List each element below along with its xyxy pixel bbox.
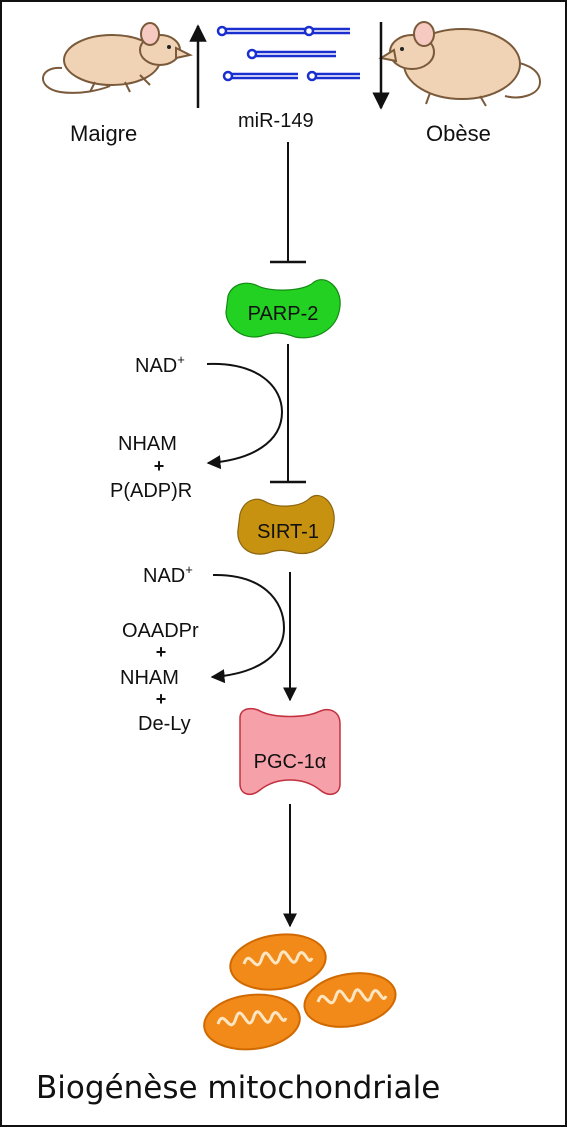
obese-mouse-icon [378, 21, 542, 107]
nham-label-2: NHAM [120, 667, 179, 689]
padpr-label: P(ADP)R [110, 480, 192, 502]
nad-reaction-arrow-2 [210, 573, 286, 684]
nham-label-1: NHAM [118, 433, 177, 455]
nad-label-1: NAD+ [135, 352, 185, 377]
sirt1-shape [237, 494, 335, 555]
oaadpr-label: OAADPr [122, 620, 199, 642]
pgc1a-label: PGC-1α [254, 751, 327, 773]
figure-caption: Biogénèse mitochondriale [36, 1070, 440, 1106]
parp2-node: PARP-2 [225, 279, 341, 339]
nad-reaction-arrow-1 [206, 362, 284, 470]
lean-mouse-icon [42, 22, 193, 94]
plus-label-2: + [156, 642, 167, 662]
nad-label-2: NAD+ [143, 562, 193, 587]
nad-sup-2: + [185, 562, 193, 577]
nad-sup-1: + [177, 352, 185, 367]
mirna-strands-icon [216, 25, 360, 82]
pgc1a-node: PGC-1α [239, 707, 341, 795]
dely-label: De-Ly [138, 713, 191, 735]
nad-text-1: NAD [135, 355, 177, 377]
mirna-label: miR-149 [238, 110, 314, 132]
sirt1-label: SIRT-1 [257, 521, 319, 543]
parp2-shape [225, 279, 341, 339]
obese-label: Obèse [426, 121, 491, 146]
pgc1a-shape [239, 707, 341, 795]
lean-label: Maigre [70, 121, 137, 146]
plus-label-3: + [156, 689, 167, 709]
mitochondria-icon [203, 933, 397, 1051]
sirt1-node: SIRT-1 [237, 494, 335, 555]
parp2-label: PARP-2 [248, 303, 319, 325]
nad-text-2: NAD [143, 565, 185, 587]
plus-label-1: + [154, 456, 165, 476]
